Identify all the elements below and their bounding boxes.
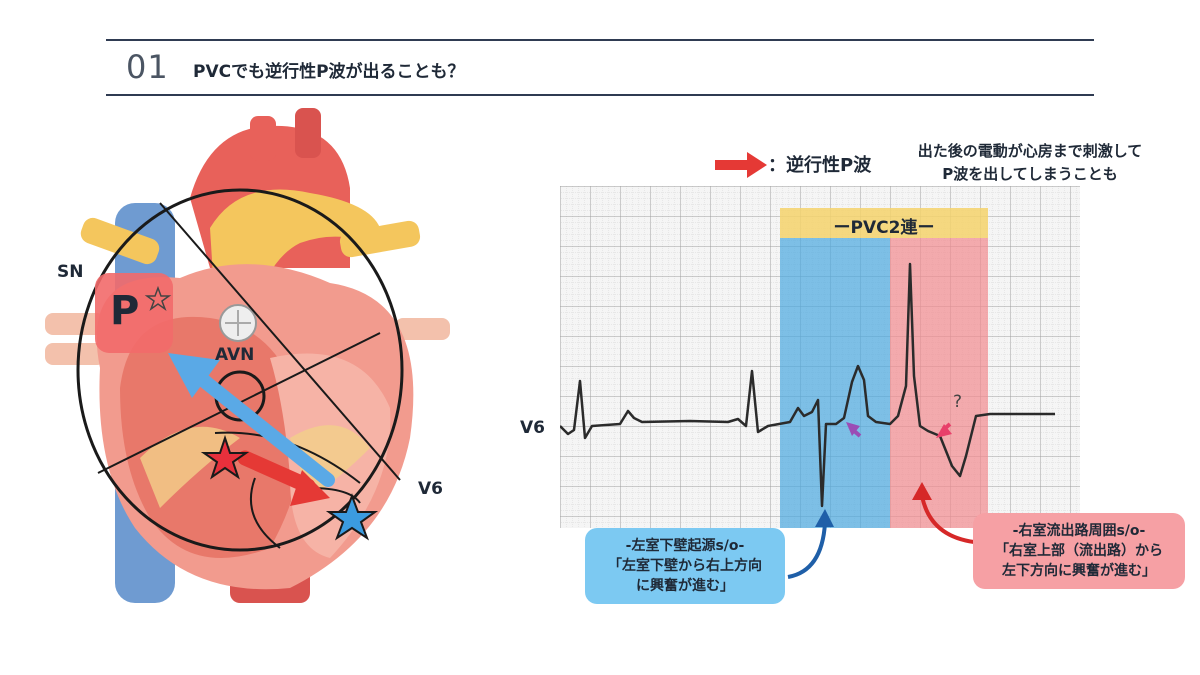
pink-arrow-icon <box>936 424 952 438</box>
lv-callout-line-1: -左室下壁起源s/o- <box>625 538 745 554</box>
red-star-icon <box>200 434 250 480</box>
p-label: P <box>110 288 140 334</box>
blue-star-icon <box>325 493 379 541</box>
blue-curved-pointer <box>787 509 834 579</box>
lv-callout-line-2: 「左室下壁から右上方向 <box>608 558 762 574</box>
heart-v6-label: V6 <box>418 479 443 499</box>
purple-arrow-icon <box>846 422 860 436</box>
red-arrow-shaft <box>237 450 316 494</box>
rvot-origin-callout: -右室流出路周囲s/o- 「右室上部（流出路）から 左下方向に興奮が進む」 <box>973 513 1185 589</box>
rvot-callout-line-3: 左下方向に興奮が進む」 <box>1002 563 1156 579</box>
conduction-ellipse <box>76 188 404 552</box>
question-mark: ? <box>953 392 963 412</box>
page-title: PVCでも逆行性P波が出ることも？ <box>193 62 465 82</box>
ecg-lead-label: V6 <box>520 418 545 438</box>
rvot-callout-line-2: 「右室上部（流出路）から <box>995 543 1163 559</box>
note-line-2: P波を出してしまうことも <box>942 165 1118 183</box>
blue-arrow-head <box>168 353 220 398</box>
ecg-trace <box>560 262 1055 508</box>
legend-text: ：逆行性P波 <box>768 155 872 176</box>
note-line-1: 出た後の電動が心房まで刺激して <box>917 142 1143 160</box>
lv-origin-callout: -左室下壁起源s/o- 「左室下壁から右上方向 に興奮が進む」 <box>585 528 785 604</box>
header-rule-top <box>106 39 1094 41</box>
pvc-label: ーPVC2連ー <box>833 218 935 238</box>
section-number: 01 <box>126 48 169 86</box>
sn-box <box>95 273 173 353</box>
heart-illustration <box>45 108 450 603</box>
sn-star-icon <box>144 285 172 312</box>
blue-arrow-shaft <box>191 369 335 487</box>
avn-label: AVN <box>215 345 255 365</box>
header-rule-bottom <box>106 94 1094 96</box>
legend-red-arrow-icon <box>715 152 767 178</box>
red-arrow-head <box>290 470 330 506</box>
ecg-strip <box>560 186 1080 528</box>
rvot-callout-line-1: -右室流出路周囲s/o- <box>1012 523 1146 539</box>
red-curved-pointer <box>912 482 975 544</box>
lv-pvc-highlight <box>780 238 890 528</box>
sn-label: SN <box>57 262 84 282</box>
pvc-highlight <box>780 208 988 238</box>
lv-callout-line-3: に興奮が進む」 <box>636 578 734 594</box>
explanation-note: 出た後の電動が心房まで刺激して P波を出してしまうことも <box>880 140 1180 186</box>
